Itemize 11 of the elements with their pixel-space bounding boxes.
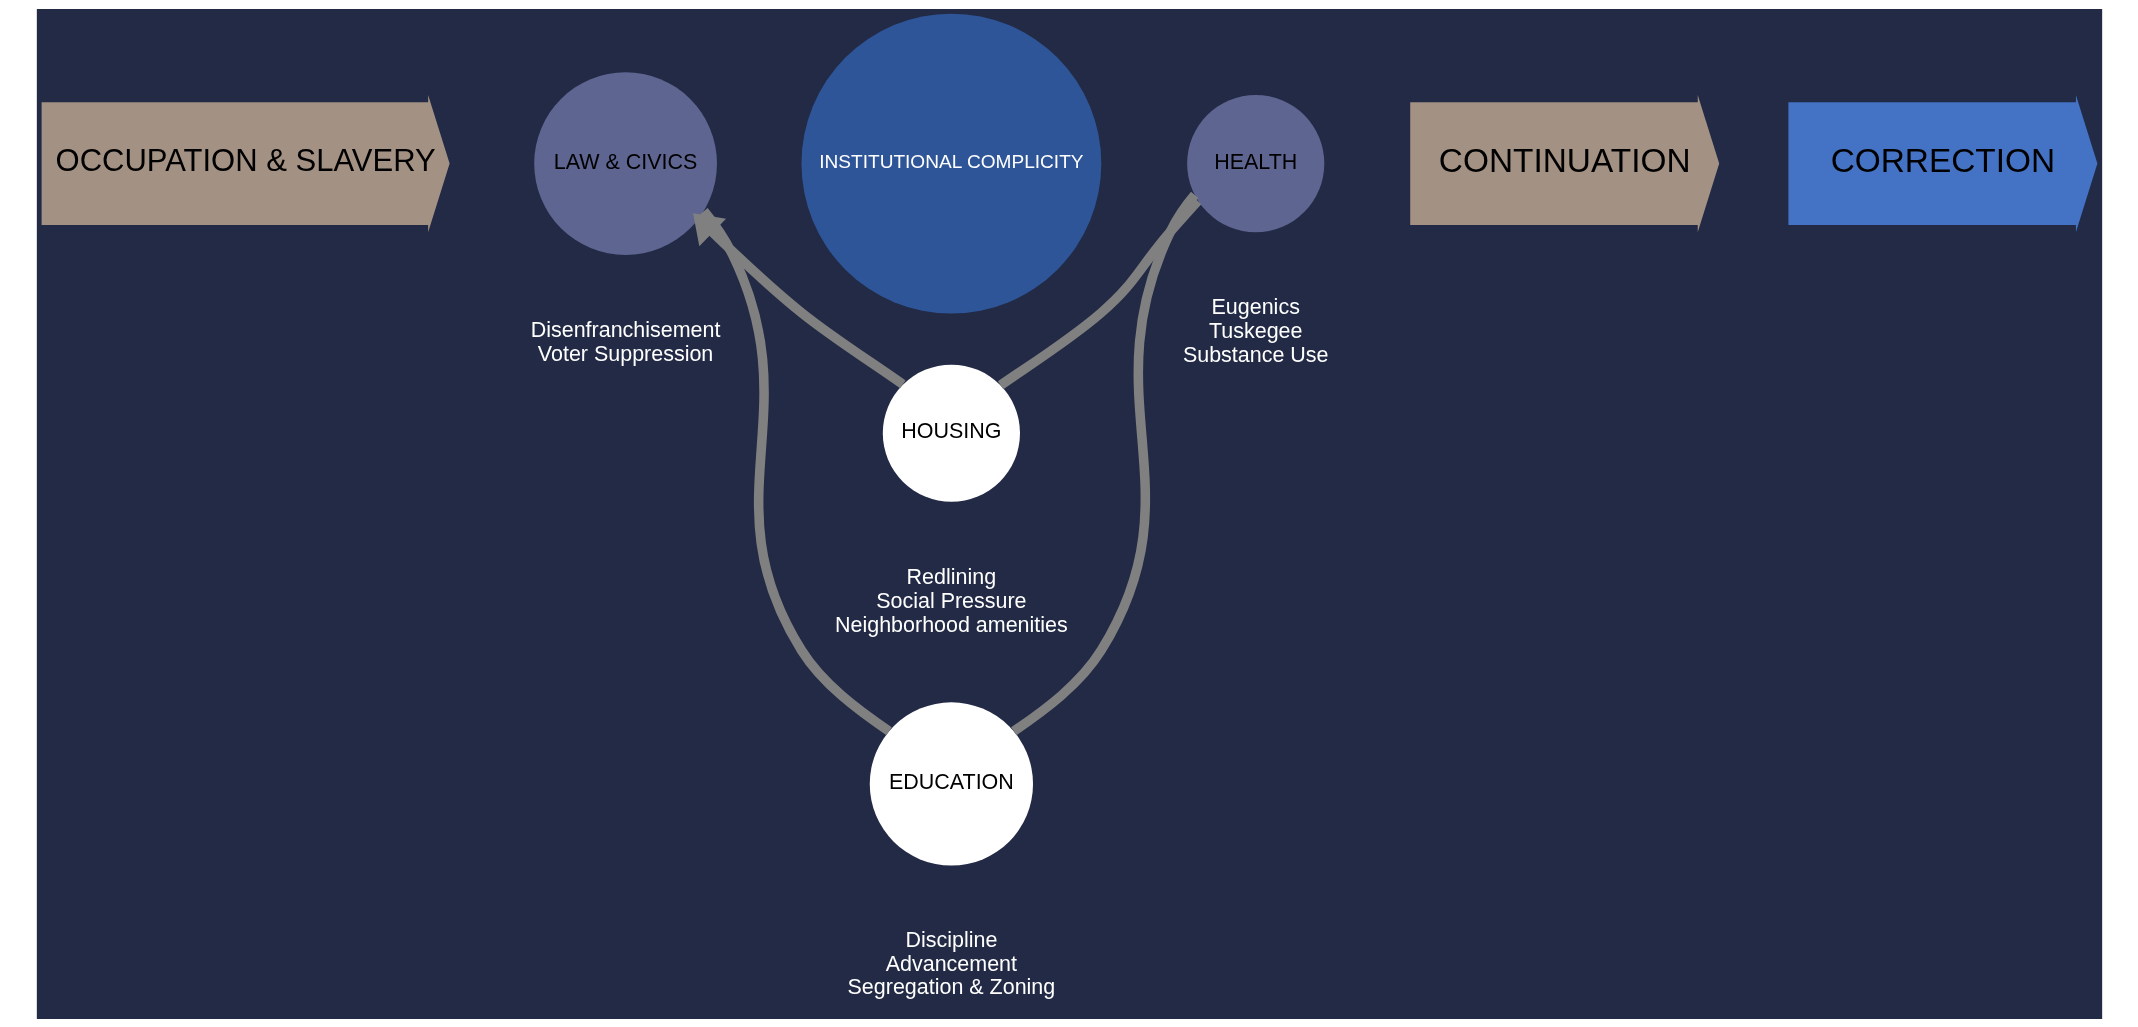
node-label: Substance Use bbox=[1182, 342, 1329, 367]
node-label: Discipline bbox=[904, 927, 997, 952]
node-label: Eugenics bbox=[1211, 294, 1300, 319]
node-label: Neighborhood amenities bbox=[834, 612, 1068, 637]
node-label: Disenfranchisement bbox=[530, 317, 720, 342]
node-label: Advancement bbox=[885, 951, 1017, 976]
node-label: Social Pressure bbox=[875, 588, 1027, 613]
node-label: Voter Suppression bbox=[537, 341, 713, 366]
node-label: Redlining bbox=[906, 564, 996, 589]
node-label: Tuskegee bbox=[1208, 318, 1302, 343]
node-label: Segregation & Zoning bbox=[847, 974, 1055, 999]
